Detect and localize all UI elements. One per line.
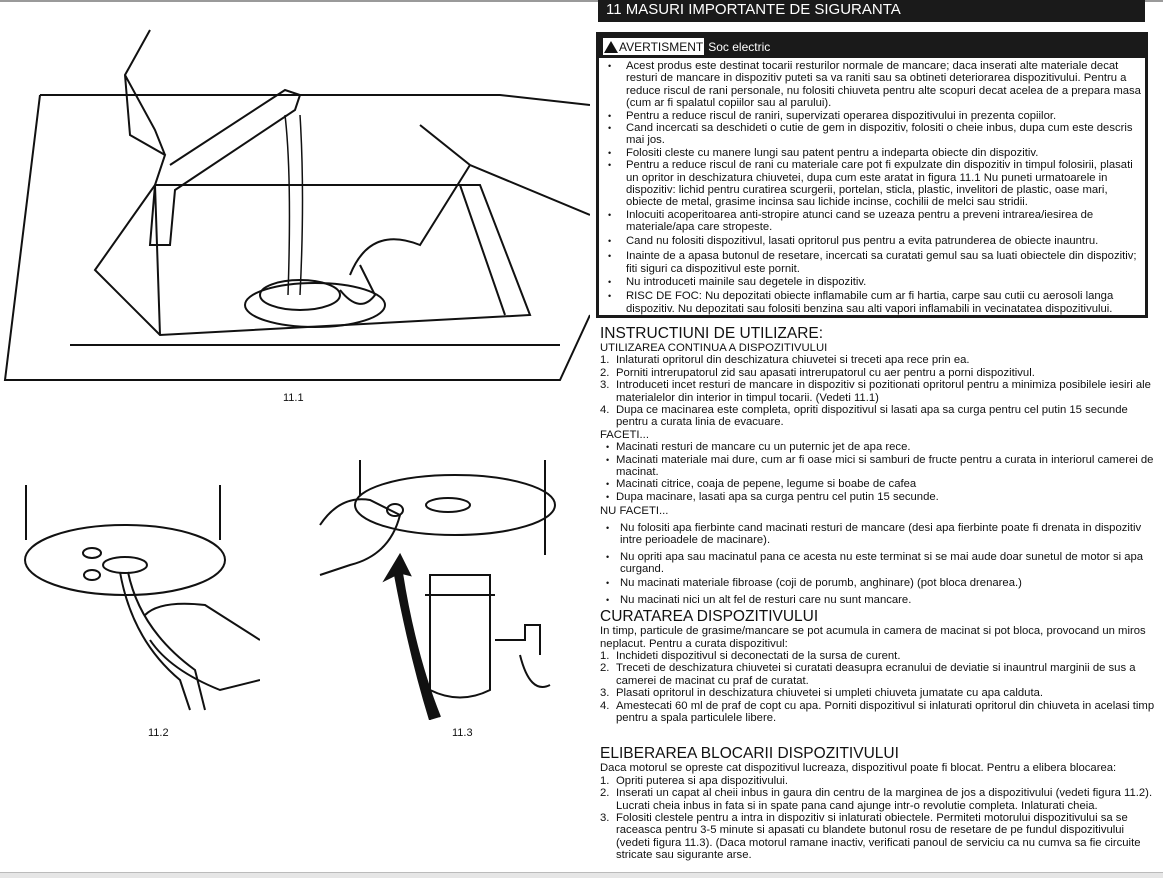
do-list: Macinati resturi de mancare cu un putern…: [600, 441, 1160, 503]
list-item: Dupa macinare, lasati apa sa curga pentr…: [600, 491, 1160, 504]
dont-list: Nu folositi apa fierbinte cand macinati …: [600, 522, 1160, 607]
list-item: Macinati resturi de mancare cu un putern…: [600, 441, 1160, 454]
warning-header: AVERTISMENT Soc electric: [599, 35, 1145, 58]
usage-title: INSTRUCTIUNI DE UTILIZARE:: [600, 325, 824, 342]
cleaning-title: CURATAREA DISPOZITIVULUI: [600, 608, 819, 626]
bottom-border: [0, 872, 1163, 878]
do-title: FACETI...: [600, 428, 649, 441]
unjam-step: 3.Folositi clestele pentru a intra in di…: [600, 812, 1141, 862]
cleaning-step: 3.Plasati opritorul in deschizatura chiu…: [600, 687, 1044, 700]
allen-wrench-illustration: [24, 485, 260, 711]
instructions-column: INSTRUCTIUNI DE UTILIZARE: UTILIZAREA CO…: [600, 326, 1160, 862]
list-item: Inlocuiti acoperitoarea anti-stropire at…: [602, 209, 1145, 234]
sink-illustration: [3, 29, 590, 381]
usage-subtitle: UTILIZAREA CONTINUA A DISPOZITIVULUI: [600, 342, 828, 354]
figure-caption: 11.3: [452, 727, 473, 739]
cleaning-step: 2.Treceti de deschizatura chiuvetei si c…: [600, 662, 1136, 687]
unjam-title: ELIBERAREA BLOCARII DISPOZITIVULUI: [600, 745, 899, 763]
usage-step: 1.Inlaturati opritorul din deschizatura …: [600, 354, 970, 367]
cleaning-step: 4.Amestecati 60 ml de praf de copt cu ap…: [600, 699, 1155, 724]
list-item: Nu macinati nici un alt fel de resturi c…: [600, 594, 1160, 607]
list-item: Cand nu folositi dispozitivul, lasati op…: [602, 235, 1145, 248]
list-item: Folositi cleste cu manere lungi sau pate…: [602, 147, 1145, 160]
list-item: Macinati citrice, coaja de pepene, legum…: [600, 478, 1160, 491]
list-item: Acest produs este destinat tocarii restu…: [602, 60, 1145, 110]
list-item: Nu introduceti mainile sau degetele in d…: [602, 276, 1145, 289]
list-item: RISC DE FOC: Nu depozitati obiecte infla…: [602, 290, 1145, 315]
safety-list: Acest produs este destinat tocarii restu…: [599, 58, 1145, 315]
warning-label: AVERTISMENT: [603, 38, 705, 55]
reset-button-illustration: [319, 460, 556, 720]
cleaning-step: 1.Inchideti dispozitivul si deconectati …: [600, 649, 901, 662]
cleaning-intro: In timp, particule de grasime/mancare se…: [600, 625, 1146, 650]
unjam-step: 2.Inserati un capat al cheii inbus in ga…: [600, 787, 1153, 812]
usage-step: 4.Dupa ce macinarea este completa, oprit…: [600, 404, 1128, 429]
warning-triangle-icon: [604, 41, 618, 53]
usage-step: 2.Porniti intrerupatorul zid sau apasati…: [600, 366, 1035, 379]
list-item: Nu opriti apa sau macinatul pana ce aces…: [600, 551, 1160, 576]
list-item: Nu macinati materiale fibroase (coji de …: [600, 577, 1160, 590]
unjam-step: 1.Opriti puterea si apa dispozitivului.: [600, 774, 789, 787]
warning-box: AVERTISMENT Soc electric Acest produs es…: [596, 32, 1148, 318]
usage-step: 3.Introduceti incet resturi de mancare i…: [600, 379, 1151, 404]
dont-title: NU FACETI...: [600, 505, 669, 518]
warning-subject: Soc electric: [708, 39, 771, 54]
top-border: [0, 0, 1163, 2]
list-item: Cand incercati sa deschideti o cutie de …: [602, 122, 1145, 147]
section-title: 11 MASURI IMPORTANTE DE SIGURANTA: [598, 0, 1145, 22]
list-item: Nu folositi apa fierbinte cand macinati …: [600, 522, 1160, 547]
unjam-intro: Daca motorul se opreste cat dispozitivul…: [600, 762, 1117, 775]
list-item: Inainte de a apasa butonul de resetare, …: [602, 250, 1145, 275]
figure-caption: 11.1: [283, 392, 304, 404]
figure-caption: 11.2: [148, 727, 169, 739]
warning-label-text: AVERTISMENT: [619, 40, 704, 54]
list-item: Macinati materiale mai dure, cum ar fi o…: [600, 454, 1160, 479]
list-item: Pentru a reduce riscul de rani cu materi…: [602, 159, 1145, 209]
list-item: Pentru a reduce riscul de raniri, superv…: [602, 110, 1145, 123]
